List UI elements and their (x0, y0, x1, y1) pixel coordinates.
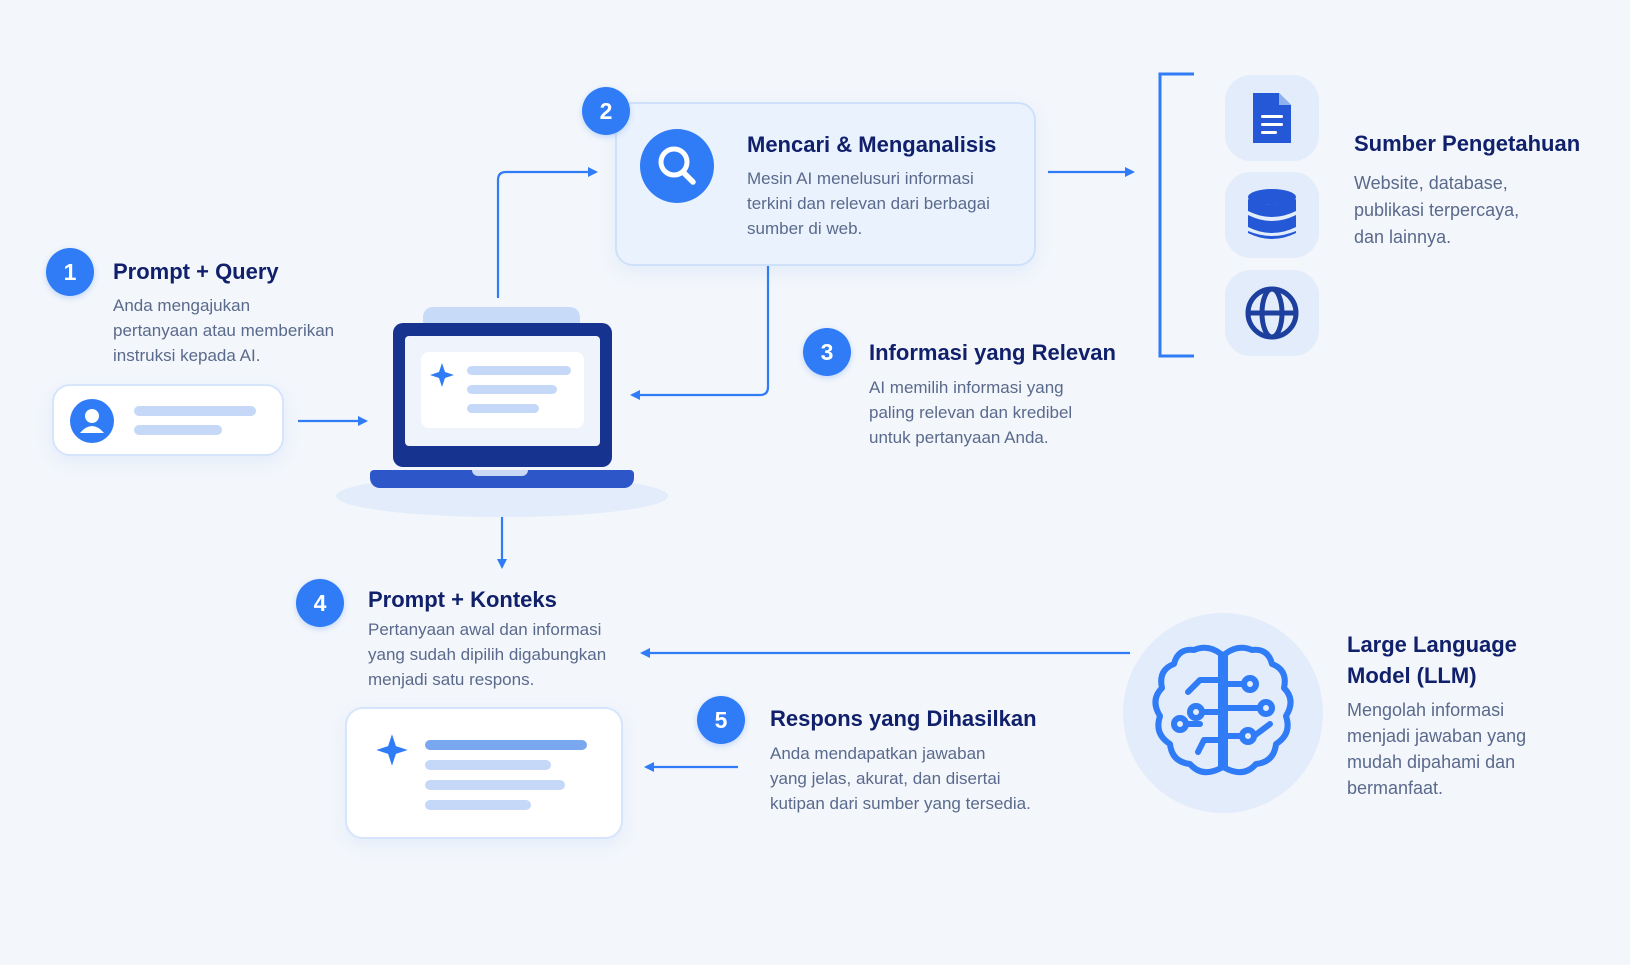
knowledge-description: Website, database,publikasi terpercaya,d… (1354, 173, 1520, 247)
screen-text-line (467, 404, 539, 413)
screen-text-line (467, 385, 557, 394)
globe-icon (1225, 270, 1319, 356)
database-icon (1225, 172, 1319, 258)
response-text-line (425, 740, 587, 750)
response-text-line (425, 800, 531, 810)
step-2-title: Mencari & Menganalisis (747, 132, 997, 157)
sparkle-icon (376, 734, 408, 766)
screen-text-line (467, 366, 571, 375)
step-3-title: Informasi yang Relevan (869, 340, 1116, 365)
response-text-line (425, 780, 565, 790)
knowledge-title: Sumber Pengetahuan (1354, 131, 1581, 156)
step-5-title: Respons yang Dihasilkan (770, 706, 1037, 731)
step-3-badge: 3 (803, 328, 851, 376)
query-text-placeholder (134, 425, 222, 435)
step-1-badge: 1 (46, 248, 94, 296)
search-icon (640, 129, 714, 203)
step-5-badge: 5 (697, 696, 745, 744)
laptop-base (370, 470, 634, 488)
user-avatar-icon (70, 399, 114, 443)
brain-icon (1148, 640, 1298, 791)
step-2-badge: 2 (582, 87, 630, 135)
document-icon (1225, 75, 1319, 161)
laptop-notch (472, 470, 528, 476)
step-4-title: Prompt + Konteks (368, 587, 557, 612)
response-card (345, 707, 623, 839)
response-text-line (425, 760, 551, 770)
step-4-badge: 4 (296, 579, 344, 627)
knowledge-bracket (1158, 72, 1194, 358)
sparkle-icon (430, 363, 454, 387)
laptop-screen-card (421, 352, 584, 428)
arrow-laptop-to-search (496, 167, 598, 298)
arrow-search-to-laptop (630, 264, 770, 400)
step-1-title: Prompt + Query (113, 259, 279, 284)
query-text-placeholder (134, 406, 256, 416)
user-query-card (52, 384, 284, 456)
